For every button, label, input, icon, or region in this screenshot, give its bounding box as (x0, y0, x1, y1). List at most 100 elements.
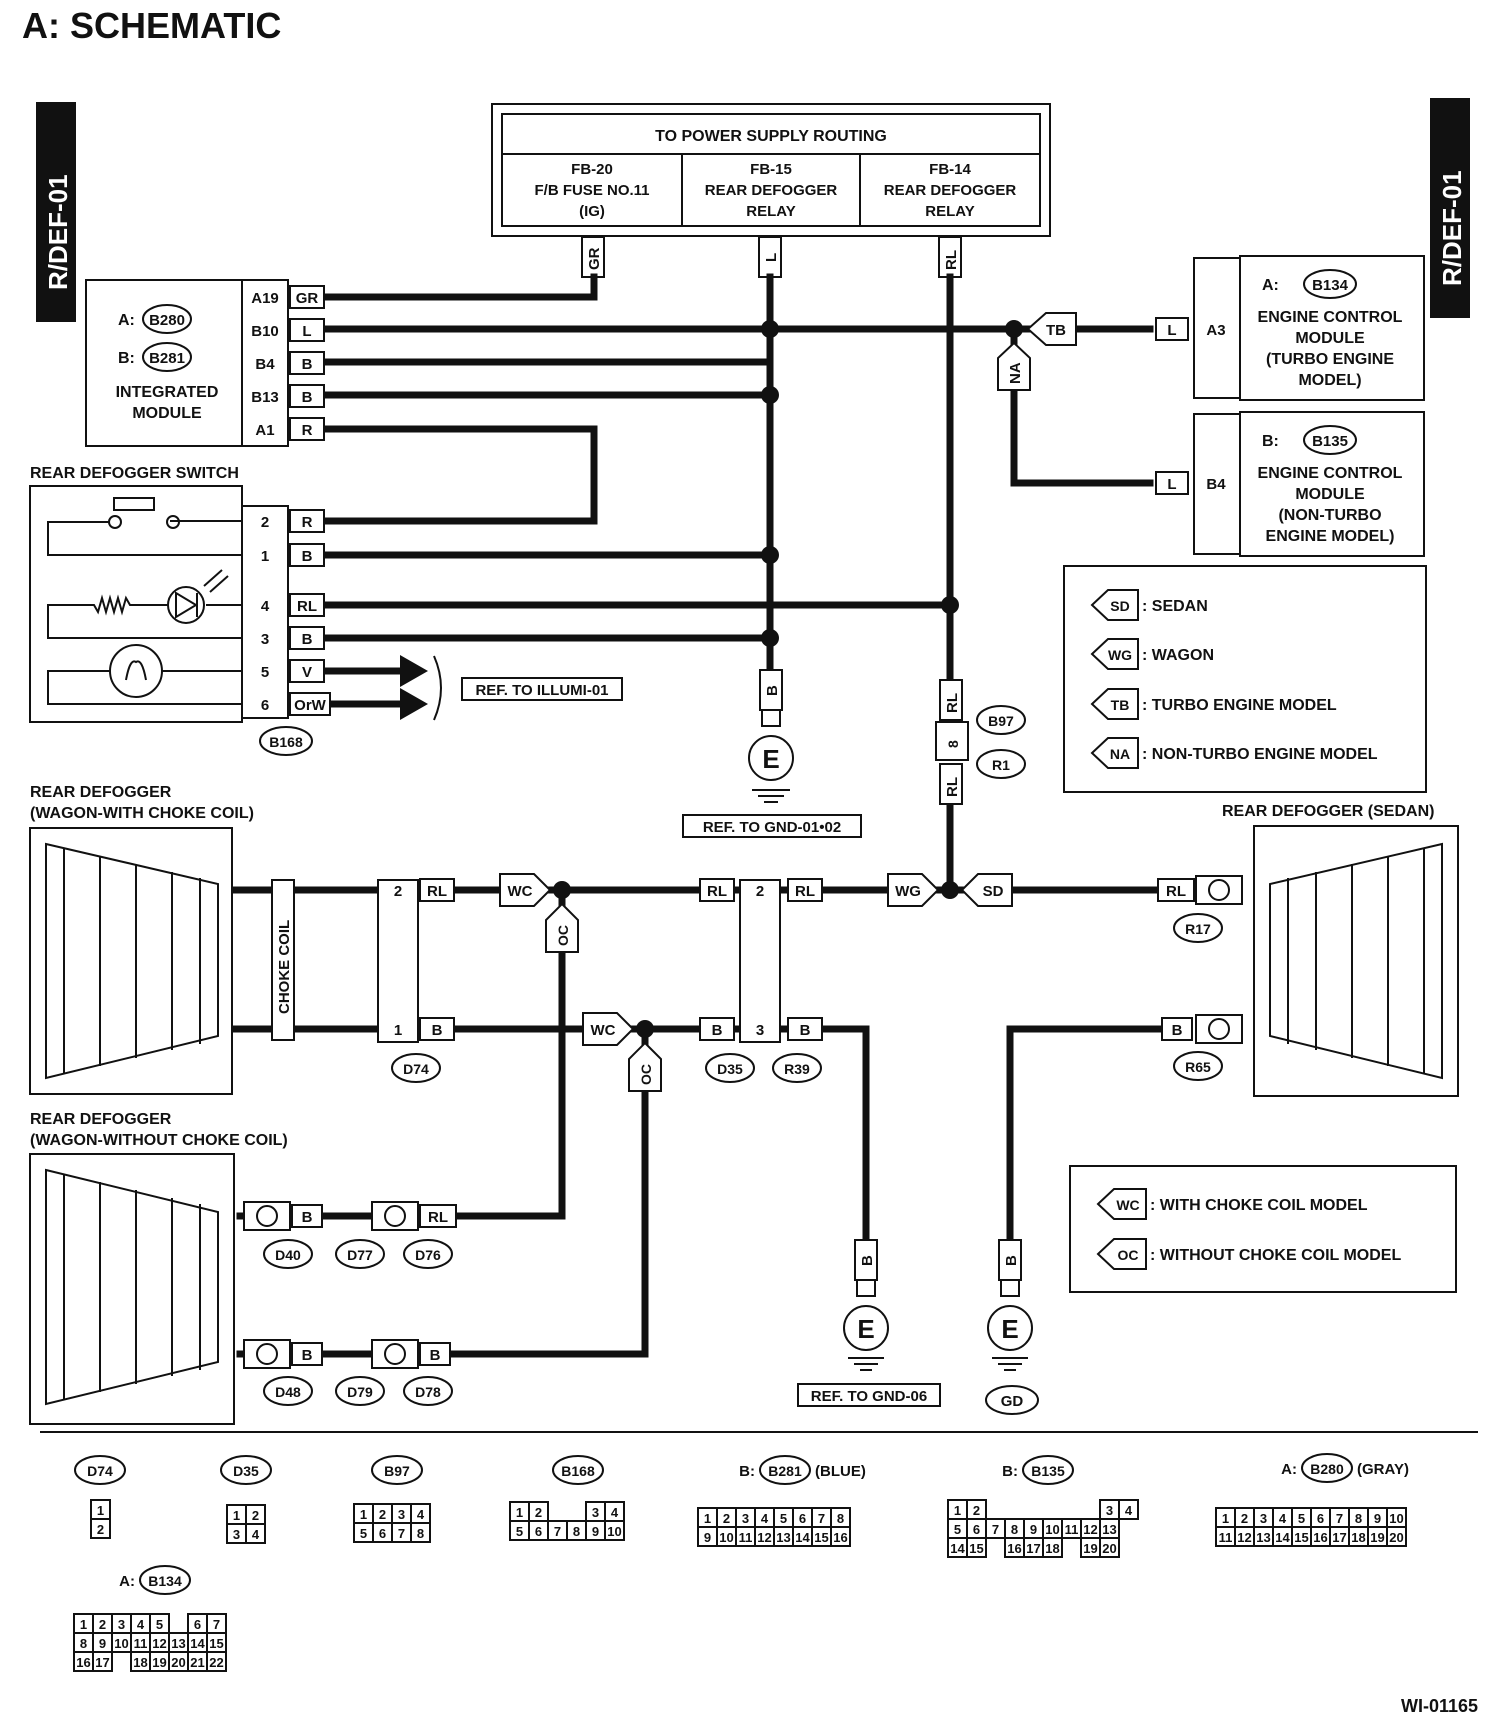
svg-text:3: 3 (261, 631, 269, 648)
pinout-b135-pin-16: 16 (1007, 1541, 1021, 1556)
side-tag-left: R/DEF-01 (36, 102, 76, 322)
svg-text:RL: RL (428, 1209, 448, 1226)
svg-text:ENGINE CONTROL: ENGINE CONTROL (1258, 465, 1403, 482)
pinout-d35-pin-2: 2 (252, 1508, 259, 1523)
fb14-label: FB-14 (929, 161, 971, 178)
svg-text:B: B (302, 548, 313, 565)
pinout-b168-pin-cell (604, 1520, 625, 1541)
svg-text:D74: D74 (403, 1061, 429, 1077)
pinout-b134-pin-7: 7 (213, 1617, 220, 1632)
pinout-b281-pin-13: 13 (776, 1530, 790, 1545)
pinout-b134-name: B134 (148, 1573, 182, 1589)
ground-gnd06: B E REF. TO GND-06 (797, 1239, 941, 1407)
svg-text:OC: OC (1118, 1247, 1139, 1263)
svg-text:A3: A3 (1206, 322, 1225, 339)
pinout-b280-pin-1: 1 (1222, 1511, 1229, 1526)
pinout-b280-pin-cell (1386, 1526, 1407, 1547)
defogger-wagon-nochoke (29, 1153, 235, 1425)
ref-gnd01: REF. TO GND-01•02 (703, 819, 841, 836)
pinout-b280-pin-7: 7 (1336, 1511, 1343, 1526)
power-supply-box: TO POWER SUPPLY ROUTING FB-20 F/B FUSE N… (491, 103, 1051, 237)
svg-text:(WAGON-WITH CHOKE COIL): (WAGON-WITH CHOKE COIL) (30, 805, 254, 822)
junction-dots (553, 320, 1023, 1038)
svg-text:B:: B: (1262, 433, 1279, 450)
pinout-b280-pin-15: 15 (1294, 1530, 1308, 1545)
svg-text:B: B (302, 389, 313, 406)
tag-na: NA (997, 341, 1031, 391)
svg-text:RL: RL (943, 250, 960, 270)
svg-text:L: L (763, 253, 780, 262)
svg-text:6: 6 (261, 697, 269, 714)
pinout-b97-pin-3: 3 (398, 1507, 405, 1522)
svg-text:B: B (430, 1347, 441, 1364)
svg-text:RL: RL (795, 883, 815, 900)
svg-text:SD: SD (1110, 598, 1129, 614)
side-tag-right: R/DEF-01 (1430, 98, 1470, 318)
pinout-d35-pin-4: 4 (252, 1527, 260, 1542)
nochoke-row2-conns: B B D48 D79 D78 (243, 1339, 453, 1406)
pinout-b280-pin-19: 19 (1370, 1530, 1384, 1545)
pinout-b280-pin-8: 8 (1355, 1511, 1362, 1526)
pinout-b168-pin-3: 3 (592, 1505, 599, 1520)
pinout-b281-pin-3: 3 (742, 1511, 749, 1526)
pinout-b280-pin-5: 5 (1298, 1511, 1305, 1526)
svg-text:: SEDAN: : SEDAN (1142, 598, 1208, 615)
svg-text:CHOKE COIL: CHOKE COIL (276, 920, 293, 1014)
svg-text:D40: D40 (275, 1247, 301, 1263)
fb15-label: FB-15 (750, 161, 792, 178)
pinout-b134-pin-13: 13 (171, 1636, 185, 1651)
tag-wc-lower: WC (582, 1012, 635, 1046)
pinout-b281-pin-12: 12 (757, 1530, 771, 1545)
svg-text:R1: R1 (992, 757, 1010, 773)
pinout-d35-pin-cell (245, 1523, 266, 1544)
pinout-b168-pin-2: 2 (535, 1505, 542, 1520)
illumi-arrows: REF. TO ILLUMI-01 (400, 655, 623, 721)
legend-model: SD : SEDAN WG : WAGON TB : TURBO ENGINE … (1063, 565, 1427, 793)
pinout-b281-prefix: B: (739, 1463, 755, 1480)
svg-text:(NON-TURBO: (NON-TURBO (1278, 507, 1381, 524)
svg-text:B:: B: (118, 350, 135, 367)
pinout-b97-pin-2: 2 (379, 1507, 386, 1522)
svg-text:B13: B13 (251, 389, 279, 406)
svg-text:4: 4 (261, 598, 270, 615)
pinout-b135-pin-cell (1099, 1537, 1120, 1558)
pinout-b280-suffix: (GRAY) (1357, 1461, 1409, 1478)
defogger-sedan (1253, 825, 1459, 1097)
svg-text:5: 5 (261, 664, 269, 681)
pinout-b97-pin-4: 4 (417, 1507, 425, 1522)
svg-text:: WITH CHOKE COIL MODEL: : WITH CHOKE COIL MODEL (1150, 1197, 1368, 1214)
svg-text:OrW: OrW (294, 697, 327, 714)
pinout-b135-pin-6: 6 (973, 1522, 980, 1537)
pinout-b168-name: B168 (561, 1463, 595, 1479)
svg-text:3: 3 (756, 1022, 764, 1039)
ground-gd: B E GD (985, 1239, 1039, 1415)
pinout-b135-badge (1022, 1455, 1074, 1485)
pinout-b134-pin-21: 21 (190, 1655, 204, 1670)
pinout-b135-pin-2: 2 (973, 1503, 980, 1518)
integrated-module: A: B280 B: B281 INTEGRATED MODULE (85, 279, 289, 447)
pinout-b281-pin-8: 8 (837, 1511, 844, 1526)
pinout-b135-pin-7: 7 (992, 1522, 999, 1537)
svg-text:8: 8 (945, 740, 961, 748)
pinout-b280-pin-11: 11 (1219, 1530, 1233, 1545)
svg-text:RL: RL (944, 777, 961, 797)
svg-text:WC: WC (1116, 1197, 1139, 1213)
pinout-b97-pin-7: 7 (398, 1526, 405, 1541)
choke-coil: CHOKE COIL (271, 879, 295, 1041)
svg-text:D35: D35 (717, 1061, 743, 1077)
svg-text:2: 2 (756, 883, 764, 900)
svg-text:B: B (302, 1209, 313, 1226)
pinout-b134-pin-6: 6 (194, 1617, 201, 1632)
pinout-b135-pin-10: 10 (1045, 1522, 1059, 1537)
conn-b281-badge: B281 (149, 350, 185, 367)
svg-text:B: B (1172, 1022, 1183, 1039)
pinout-b281-pin-6: 6 (799, 1511, 806, 1526)
defog-sedan-title: REAR DEFOGGER (SEDAN) (1222, 803, 1434, 820)
pinout-b135-pin-cell (1042, 1537, 1063, 1558)
pinout-d74-pin-2: 2 (97, 1522, 104, 1537)
svg-text:RL: RL (427, 883, 447, 900)
pinout-b281-pin-10: 10 (719, 1530, 733, 1545)
tag-oc-upper: OC (545, 902, 579, 953)
pinout-b168-pin-4: 4 (611, 1505, 619, 1520)
